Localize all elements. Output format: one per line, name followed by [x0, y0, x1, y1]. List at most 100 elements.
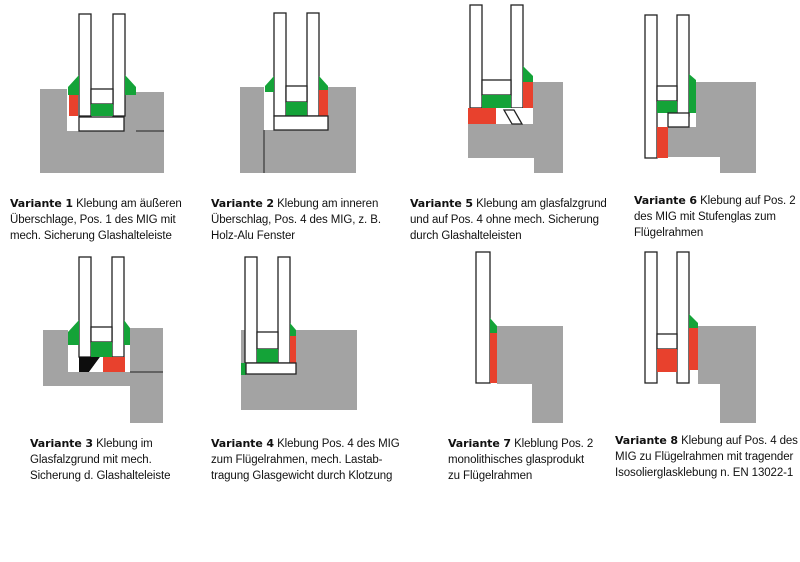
frame-base	[241, 375, 322, 410]
glass-monolithic	[475, 251, 491, 384]
setting-wedge	[89, 357, 103, 372]
glass-pane-outer	[78, 256, 92, 358]
sash-frame-profile	[43, 330, 163, 423]
adhesive-green-strip-side	[689, 86, 696, 113]
sash-frame-profile	[698, 326, 756, 423]
spacer-box	[481, 79, 512, 96]
glazing-bead-profile	[130, 328, 163, 372]
adhesive-green-bead-left	[68, 75, 79, 95]
caption-line: mech. Sicherung Glashalteleiste	[10, 230, 172, 242]
adhesive-red-base	[468, 108, 496, 124]
adhesive-red-layer	[657, 127, 668, 158]
caption-line: Überschlag, Pos. 4 des MIG, z. B.	[211, 214, 381, 226]
adhesive-green-strip	[657, 101, 677, 113]
glazing-bead	[78, 116, 125, 132]
spacer-box	[90, 88, 114, 105]
adhesive-green-bead-right	[125, 75, 136, 95]
glass-pane-inner	[111, 256, 125, 358]
caption-line: des MIG mit Stufenglas zum	[634, 211, 776, 223]
sash-frame-profile	[668, 82, 756, 173]
caption-line: Klebung Pos. 4 des MIG	[277, 438, 400, 450]
adhesive-red-layer	[319, 90, 328, 116]
caption-line: Klebung auf Pos. 2	[700, 195, 796, 207]
caption-line: Sicherung d. Glashalteleiste	[30, 470, 171, 482]
spacer-box	[285, 85, 308, 103]
caption-line: Überschlage, Pos. 1 des MIG mit	[10, 214, 176, 226]
adhesive-red-layer	[69, 95, 78, 116]
caption-line: Holz-Alu Fenster	[211, 230, 296, 242]
caption-variante-6: Variante 6 Klebung auf Pos. 2 des MIG mi…	[634, 193, 796, 241]
caption-line: Kleblung Pos. 2	[514, 438, 594, 450]
caption-line: Isosolierglasklebung n. EN 13022-1	[615, 467, 794, 479]
setting-block	[79, 357, 100, 372]
caption-line: Klebung am inneren	[277, 198, 379, 210]
spacer-box	[256, 331, 279, 350]
spacer-box	[656, 85, 678, 102]
glass-pane-outer	[273, 12, 287, 117]
caption-title: Variante 2	[211, 197, 274, 210]
glass-pane-inner	[510, 4, 524, 109]
adhesive-green-bead-right	[124, 320, 130, 345]
glass-pane-inner	[306, 12, 320, 117]
caption-line: Klebung am glasfalzgrund	[476, 198, 607, 210]
spacer-box	[656, 333, 678, 350]
caption-line: zum Flügelrahmen, mech. Lastab-	[211, 454, 383, 466]
diagram-variante-7	[475, 251, 563, 423]
adhesive-green-bead-right	[319, 76, 328, 92]
diagram-variante-8	[644, 251, 756, 423]
spacer-box	[90, 326, 113, 343]
caption-title: Variante 6	[634, 194, 697, 207]
caption-line: und auf Pos. 4 ohne mech. Sicherung	[410, 214, 599, 226]
adhesive-green-strip	[257, 349, 278, 363]
glass-pane-outer	[469, 4, 483, 109]
adhesive-green-left-edge	[241, 363, 246, 375]
adhesive-red-layer	[290, 336, 296, 363]
caption-variante-5: Variante 5 Klebung am glasfalzgrund und …	[410, 196, 607, 244]
caption-variante-3: Variante 3 Klebung im Glasfalzgrund mit …	[30, 436, 171, 484]
adhesive-green-bead-right	[689, 314, 698, 330]
caption-title: Variante 4	[211, 437, 274, 450]
caption-line: MIG zu Flügelrahmen mit tragender	[615, 451, 794, 463]
adhesive-red-layer	[490, 333, 497, 383]
caption-line: Klebung am äußeren	[76, 198, 182, 210]
adhesive-red-layer	[103, 357, 125, 372]
caption-line: Klebung im	[96, 438, 153, 450]
glazing-bead	[667, 112, 690, 128]
adhesive-red-layer	[523, 82, 533, 108]
caption-title: Variante 8	[615, 434, 678, 447]
adhesive-green-bead-right	[689, 74, 696, 86]
caption-title: Variante 1	[10, 197, 73, 210]
caption-line: monolithisches glasprodukt	[448, 454, 585, 466]
caption-title: Variante 3	[30, 437, 93, 450]
adhesive-green-strip	[91, 342, 112, 357]
adhesive-green-strip	[91, 104, 113, 116]
caption-variante-4: Variante 4 Klebung Pos. 4 des MIG zum Fl…	[211, 436, 400, 484]
caption-line: tragung Glasgewicht durch Klotzung	[211, 470, 393, 482]
adhesive-green-bead-right	[290, 323, 296, 338]
adhesive-green-bead-left	[265, 76, 274, 92]
diagram-variante-3	[43, 256, 163, 423]
glass-pane-stepped	[644, 14, 658, 159]
adhesive-green-bead-right	[523, 66, 533, 82]
glass-pane-outer	[244, 256, 258, 364]
wedge-block	[502, 109, 524, 125]
caption-line: zu Flügelrahmen	[448, 470, 533, 482]
glass-pane-inner	[676, 14, 690, 117]
caption-title: Variante 5	[410, 197, 473, 210]
caption-line: durch Glashalteleisten	[410, 230, 522, 242]
diagram-variante-1	[40, 13, 164, 173]
glass-pane-inner	[277, 256, 291, 364]
caption-variante-8: Variante 8 Klebung auf Pos. 4 des MIG zu…	[615, 433, 798, 481]
sash-frame-profile	[468, 82, 563, 173]
caption-variante-1: Variante 1 Klebung am äußeren Überschlag…	[10, 196, 182, 244]
caption-line: Glasfalzgrund mit mech.	[30, 454, 152, 466]
glass-pane-inner	[676, 251, 690, 384]
adhesive-green-bead-left	[68, 320, 79, 345]
diagram-variante-5	[468, 4, 563, 173]
caption-line: Klebung auf Pos. 4 des	[681, 435, 798, 447]
sash-frame-profile	[241, 330, 357, 410]
caption-title: Variante 7	[448, 437, 511, 450]
adhesive-red-block	[657, 349, 677, 372]
glass-pane-outer	[78, 13, 92, 117]
